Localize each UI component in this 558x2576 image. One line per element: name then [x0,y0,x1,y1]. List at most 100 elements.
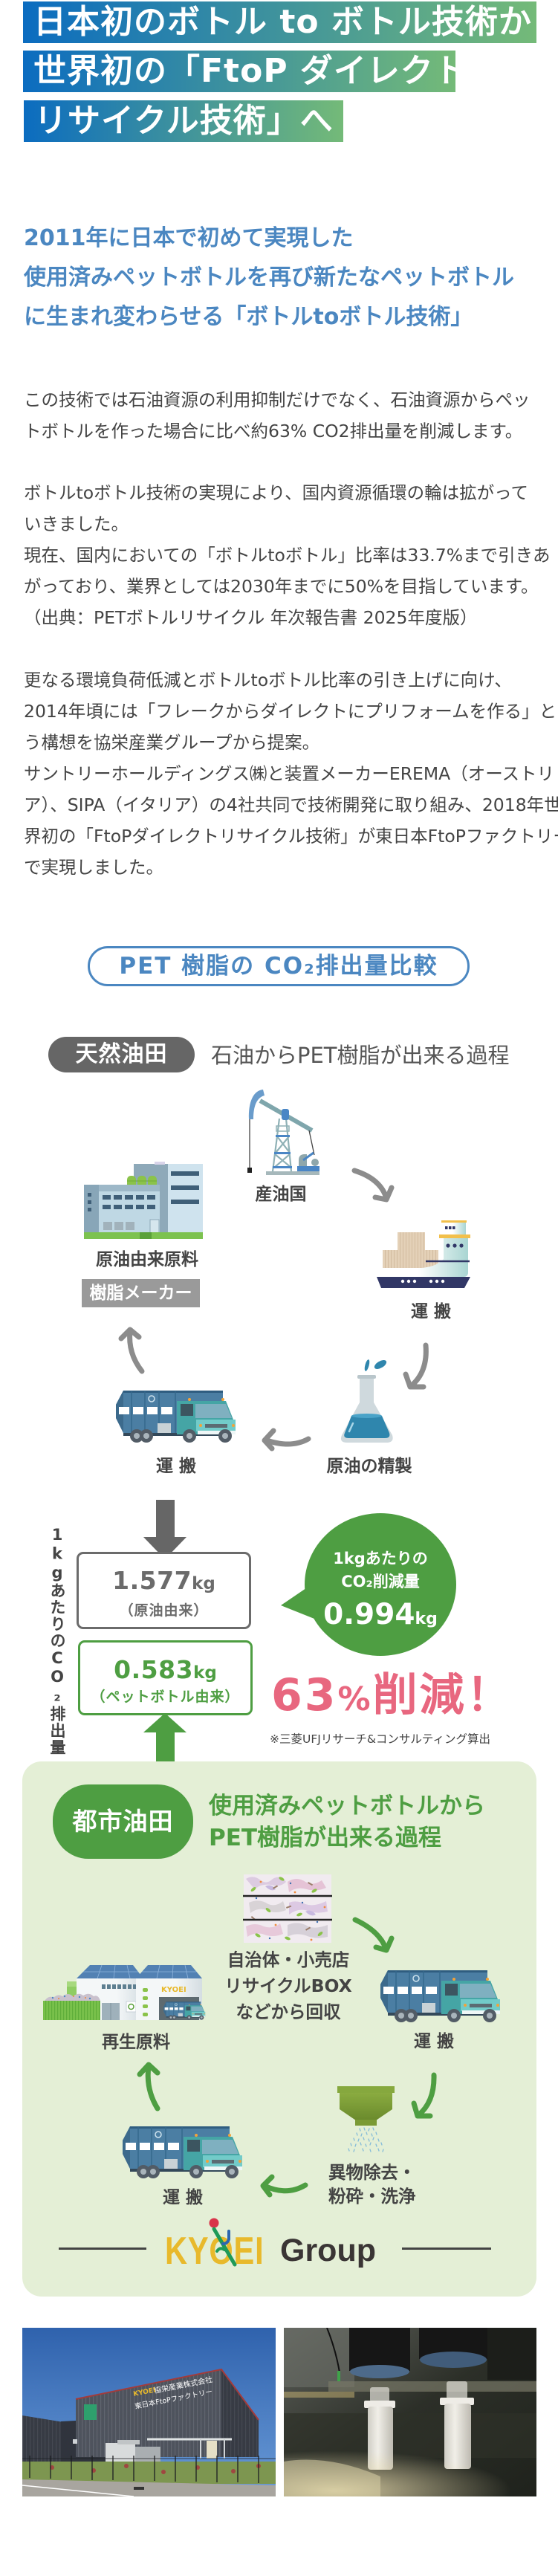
hero-title-line: 日本初のボトル to ボトル技術から [23,1,536,43]
resin-maker-tag: 樹脂メーカー [82,1279,200,1307]
step-label-recycled-material: 再生原料 [102,2033,170,2052]
reduction-caption: CO₂削減量 [341,1573,420,1590]
curved-arrow-icon [352,1917,395,1953]
flask-icon [340,1359,393,1443]
step-label-truck-transport: 運 搬 [162,2188,203,2207]
value-unit: kg [415,1610,438,1628]
step-label-oil-country: 産油国 [255,1185,307,1204]
paragraph-line: う構想を協栄産業グループから提案。 [24,732,320,753]
logo-group-text: Group [280,2233,376,2268]
calculation-source-note: ※三菱UFJリサーチ&コンサルティング算出 [270,1732,490,1746]
paragraph-line: がっており、業界としては2030年までに50%を目指しています。 [24,576,539,597]
paragraph-line: ア）、SIPA（イタリア）の4社共同で技術開発に取り組み、2018年世 [24,795,558,815]
value-number: 0.583 [114,1655,194,1684]
label-line: 異物除去・ [328,2162,416,2183]
logo-divider-left [59,2247,146,2250]
value-unit: kg [192,1574,215,1593]
preform-production-photo [284,2328,536,2496]
cargo-ship-icon [377,1220,470,1288]
virgin-source-label: （原油由来） [119,1602,209,1619]
value-unit: kg [193,1663,217,1683]
speech-bubble-shape [281,1513,456,1656]
percent-number: 63 [271,1669,338,1721]
curved-arrow-icon [262,1428,311,1452]
paragraph-line: で実現しました。 [24,857,163,878]
curved-arrow-icon [118,1327,145,1374]
arrow-down-icon [143,1500,186,1559]
lead-heading: 2011年に日本で初めて実現した 使用済みペットボトルを再び新たなペットボトル … [0,219,558,331]
label-line: などから回収 [236,2001,341,2022]
paragraph-line: 現在、国内においての「ボトルtoボトル」比率は33.7%まで引きあ [24,545,551,566]
curved-arrow-icon [137,2062,160,2111]
urban-flow-arrows [137,1917,437,2198]
body-text: この技術では石油資源の利用抑制だけでなく、石油資源からペッ トボトルを作った場合… [0,384,558,884]
step-label-truck-transport: 運 搬 [155,1457,196,1476]
step-label-ship-transport: 運 搬 [410,1302,451,1321]
virgin-emission-value: 1.577kg [79,1564,249,1597]
urban-process-title-line: PET樹脂が出来る過程 [209,1825,442,1851]
section-heading-pill: PET 樹脂の CO₂排出量比較 [88,946,470,986]
label-line: 粉砕・洗浄 [328,2186,416,2207]
source-citation: （出典：PETボトルリサイクル 年次報告書 2025年度版） [24,607,478,628]
resin-factory-icon [84,1162,203,1239]
paragraph-line: 界初の「FtoPダイレクトリサイクル技術」が東日本FtoPファクトリー [24,826,558,847]
percent-sign: % [337,1680,373,1718]
natural-oilfield-badge: 天然油田 [48,1037,195,1072]
curved-arrow-icon [260,2174,308,2198]
paragraph-line: いきました。 [24,514,129,534]
logo-mark-icon [209,2218,237,2267]
virgin-emission-box: 1.577kg （原油由来） [77,1552,251,1629]
step-label-truck-transport: 運 搬 [413,2032,454,2051]
natural-flow-arrows [118,1168,429,1452]
hero-title-line: 世界初の「FtoP ダイレクト [23,51,455,92]
lead-line: に生まれ変わらせる「ボトルtoボトル技術」 [24,304,473,330]
curved-arrow-icon [403,1342,429,1390]
hopper-icon [337,2086,395,2152]
body-paragraph: この技術では石油資源の利用抑制だけでなく、石油資源からペッ トボトルを作った場合… [24,384,558,447]
body-paragraph: 更なる環境負荷低減とボトルtoボトル比率の引き上げに向け、 2014年頃には「フ… [24,664,558,883]
step-label-processing: 異物除去・ 粉砕・洗浄 [328,2161,432,2208]
logo-divider-right [402,2247,491,2250]
natural-process-title: 石油からPET樹脂が出来る過程 [211,1043,510,1068]
reduction-value: 0.994kg [306,1597,455,1633]
reduction-bubble: 1kgあたりの CO₂削減量 0.994kg [275,1509,461,1661]
recycled-source-label: （ペットボトル由来） [91,1689,240,1705]
value-number: 1.577 [112,1566,192,1595]
recycling-factory-icon: KYOEI [43,1964,206,2020]
step-label-raw-material: 原油由来原料 [96,1250,198,1269]
arrow-up-icon [143,1713,186,1764]
label-line: リサイクルBOX [224,1975,352,1996]
curved-arrow-icon [411,2072,437,2119]
reduction-percent-headline: 63%削減！ [271,1670,513,1721]
curved-arrow-icon [351,1168,395,1203]
step-label-collection: 自治体・小売店 リサイクルBOX などから回収 [221,1947,355,2025]
paragraph-line: サントリーホールディングス㈱と装置メーカーEREMA（オーストリ [24,763,555,784]
paragraph-line: ボトルtoボトル技術の実現により、国内資源循環の輪は拡がって [24,482,529,503]
factory-sign-text: KYOEI [161,1986,186,1994]
label-line: 自治体・小売店 [227,1949,350,1970]
percent-suffix: 削減！ [372,1669,513,1721]
reduction-caption: 1kgあたりの [333,1550,428,1567]
oil-pump-icon [247,1090,319,1175]
paragraph-line: 2014年頃には「フレークからダイレクトにプリフォームを作る」とい [24,701,558,722]
lead-line: 2011年に日本で初めて実現した [24,225,354,251]
lead-line: 使用済みペットボトルを再び新たなペットボトル [24,265,514,291]
recycled-emission-box: 0.583kg （ペットボトル由来） [78,1640,253,1715]
bottle-bale-icon [243,1874,332,1943]
body-paragraph: ボトルtoボトル技術の実現により、国内資源循環の輪は拡がって いきました。 現在… [24,477,558,633]
recycled-emission-value: 0.583kg [80,1654,250,1686]
paragraph-line: この技術では石油資源の利用抑制だけでなく、石油資源からペッ [24,389,531,410]
urban-oilfield-badge: 都市油田 [53,1784,193,1859]
paragraph-line: 更なる環境負荷低減とボトルtoボトル比率の引き上げに向け、 [24,670,512,690]
paragraph-line: トボトルを作った場合に比べ約63% CO2排出量を削減します。 [24,421,523,441]
value-number: 0.994 [323,1598,415,1631]
section-heading: PET 樹脂の CO₂排出量比較 [119,953,438,980]
urban-process-title-line: 使用済みペットボトルから [209,1793,485,1819]
step-label-refining: 原油の精製 [326,1457,412,1476]
emission-axis-label: 1kgあたりのCO₂排出量 [48,1526,66,1756]
logo-brand-text: KYOEI [165,2230,265,2273]
factory-exterior-photo: KYOEI 協栄産業株式会社 東日本FtoPファクトリー [22,2328,276,2496]
hero-title: 日本初のボトル to ボトル技術から 世界初の「FtoP ダイレクト リサイクル… [0,0,558,145]
hero-title-line: リサイクル技術」へ [24,100,343,142]
